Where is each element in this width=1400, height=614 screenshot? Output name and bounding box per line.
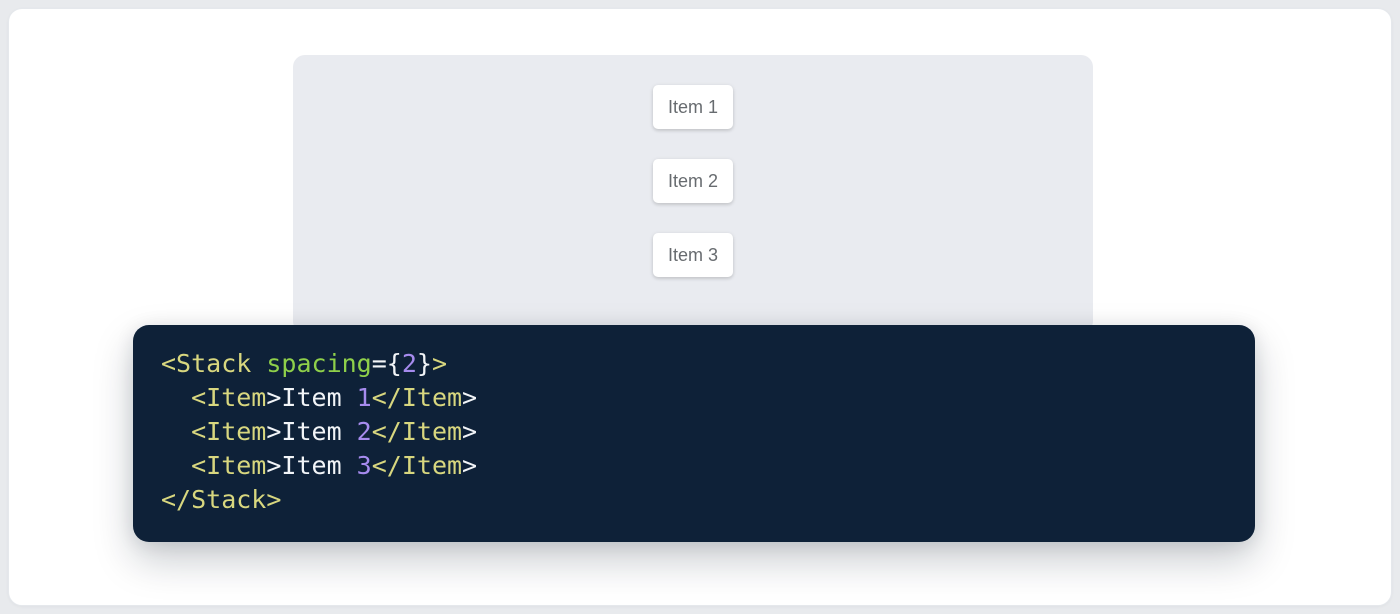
code-line: <Item>Item 2</Item>: [161, 417, 478, 446]
code-block: <Stack spacing={2}> <Item>Item 1</Item> …: [133, 325, 1255, 542]
stack-item-2: Item 2: [653, 159, 733, 203]
stack-item-1: Item 1: [653, 85, 733, 129]
code-line: <Item>Item 1</Item>: [161, 383, 478, 412]
stack-demo-items: Item 1 Item 2 Item 3: [293, 55, 1093, 277]
stack-demo-panel: Item 1 Item 2 Item 3: [293, 55, 1093, 333]
demo-card: Item 1 Item 2 Item 3 <Stack spacing={2}>…: [8, 8, 1392, 606]
code-line: </Stack>: [161, 485, 282, 514]
code-line: <Item>Item 3</Item>: [161, 451, 478, 480]
stack-item-3: Item 3: [653, 233, 733, 277]
code-line: <Stack spacing={2}>: [161, 349, 448, 378]
code-lines: <Stack spacing={2}> <Item>Item 1</Item> …: [161, 347, 1227, 517]
